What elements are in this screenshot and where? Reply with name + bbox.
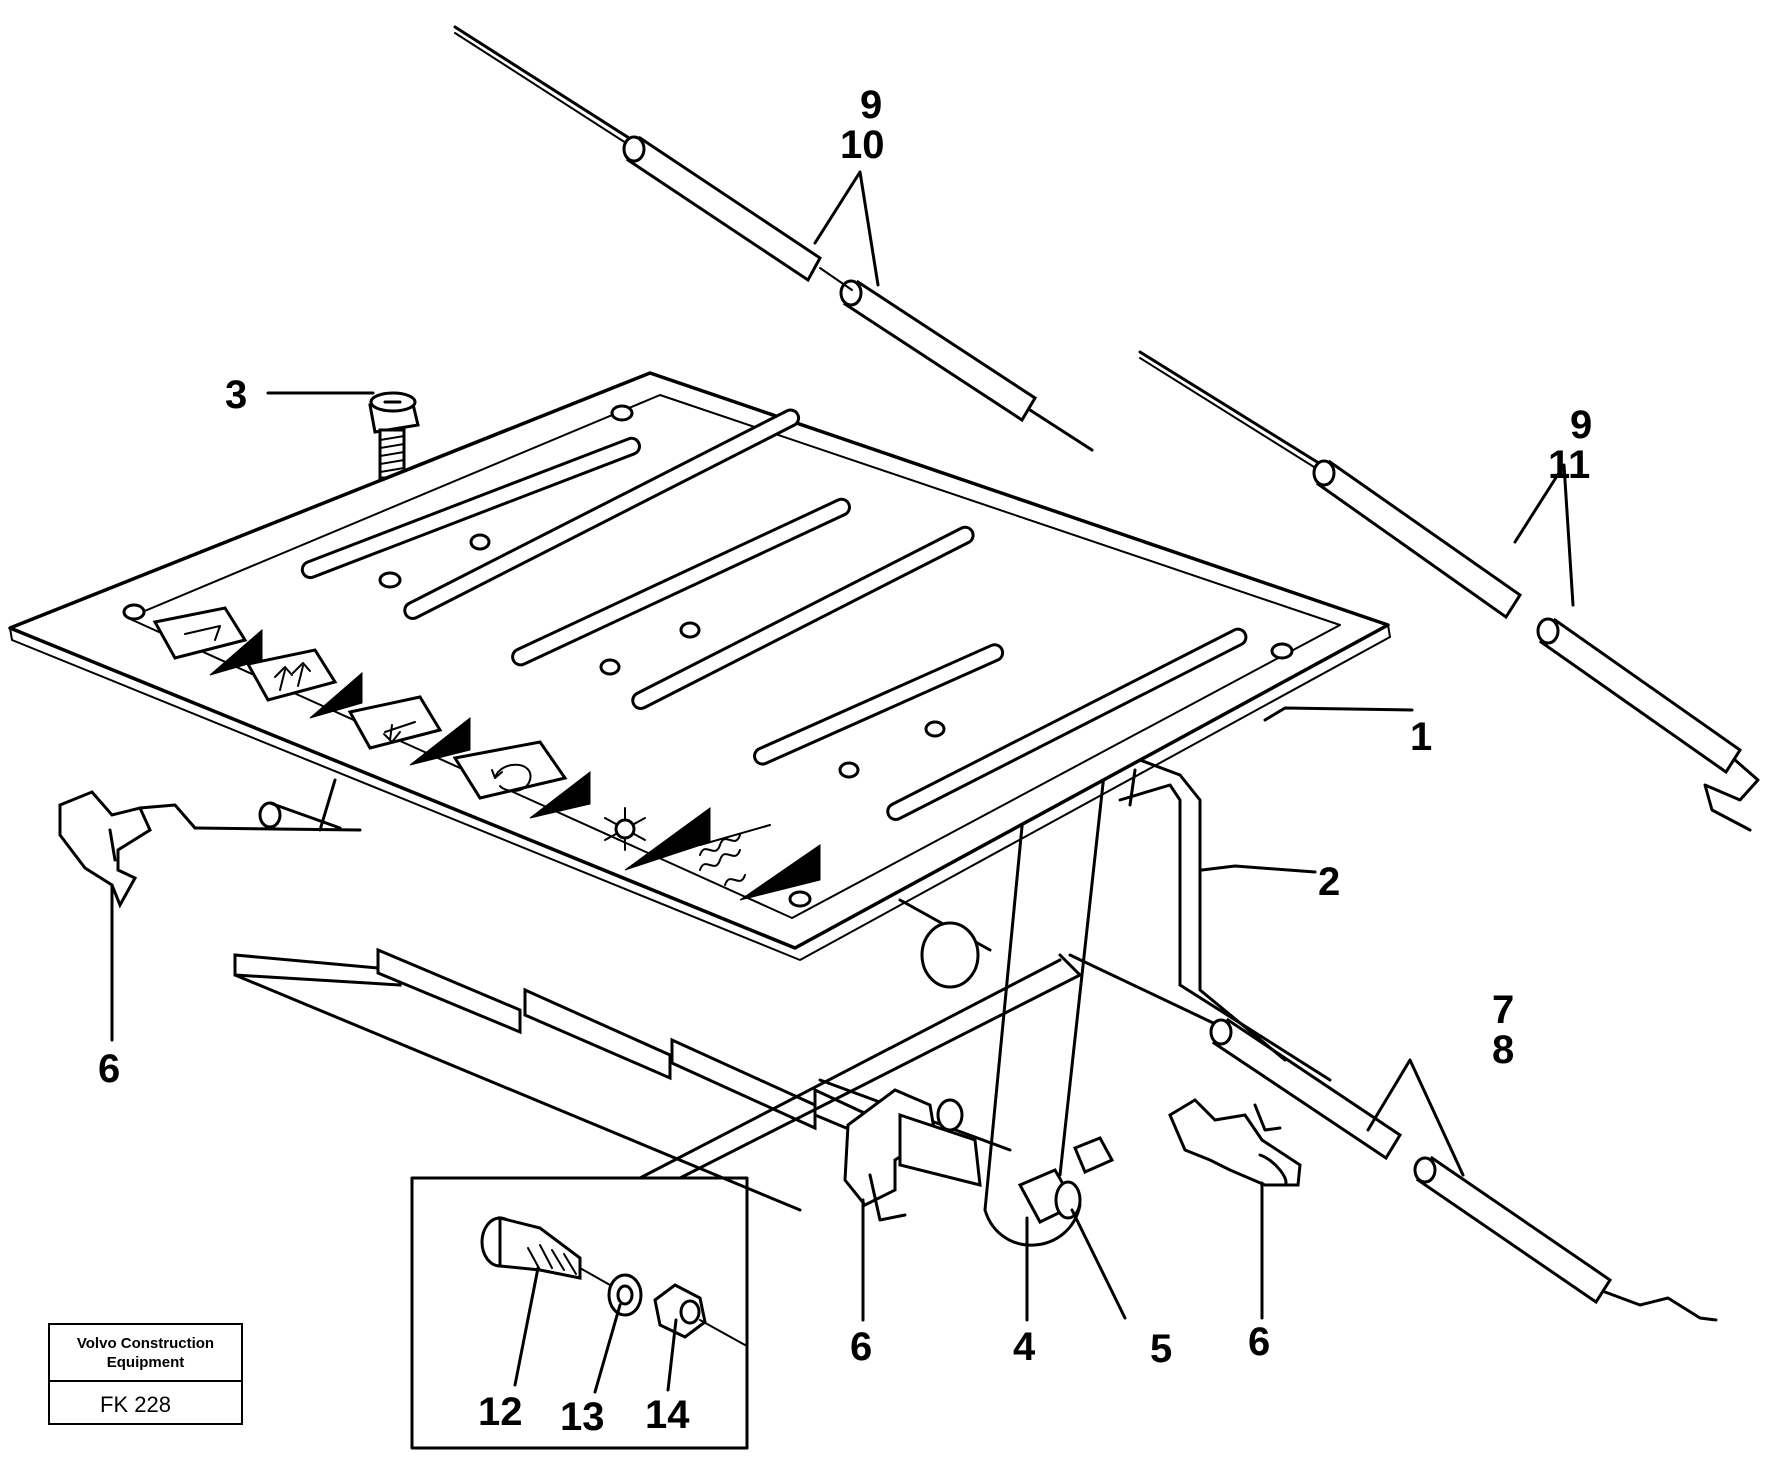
callout-6-right: 6 [1248, 1320, 1270, 1364]
mounting-bracket [1118, 758, 1332, 1082]
callout-5: 5 [1150, 1327, 1172, 1371]
control-cable-7-8 [1068, 953, 1718, 1322]
direction-arrow-icon [152, 606, 263, 676]
company-line-2: Equipment [106, 1353, 185, 1371]
callout-4: 4 [1013, 1325, 1036, 1369]
callout-13: 13 [560, 1395, 605, 1439]
drawing-code: FK 228 [100, 1391, 171, 1417]
cable-clip-left [58, 790, 362, 909]
control-panel-plate [8, 371, 1391, 961]
recirculation-icon [452, 740, 591, 819]
company-name: Volvo Construction Equipment [50, 1325, 241, 1382]
callout-numbers: 1 2 3 4 5 6 6 6 7 8 9 10 9 11 12 13 14 [98, 83, 1592, 1439]
callout-10: 10 [840, 123, 885, 167]
cable-clip-center [843, 1088, 982, 1222]
callout-1: 1 [1410, 715, 1432, 759]
callout-11: 11 [1548, 443, 1590, 487]
title-block: Volvo Construction Equipment FK 228 [48, 1323, 243, 1425]
callout-6-left: 6 [98, 1047, 120, 1091]
upward-arrows-icon [245, 648, 363, 719]
detail-inset [410, 953, 1082, 1450]
control-cable-9-10 [453, 25, 1094, 452]
company-line-1: Volvo Construction [76, 1334, 215, 1352]
downward-arrow-icon [347, 695, 471, 766]
control-cable-9-11 [1138, 350, 1760, 832]
leader-lines [110, 170, 1575, 1322]
callout-3: 3 [225, 373, 247, 417]
snowflake-icon [604, 807, 711, 871]
callout-9-top: 9 [860, 83, 882, 127]
callout-9-right: 9 [1570, 403, 1592, 447]
callout-12: 12 [478, 1390, 523, 1434]
cable-clip-right [1168, 1098, 1302, 1187]
callout-14: 14 [645, 1393, 690, 1437]
callout-6-center: 6 [850, 1325, 872, 1369]
screw [368, 391, 420, 576]
callout-8: 8 [1492, 1028, 1514, 1072]
callout-7: 7 [1492, 988, 1514, 1032]
heat-waves-icon [699, 824, 821, 901]
panel-symbols [152, 606, 821, 901]
callout-2: 2 [1318, 860, 1340, 904]
